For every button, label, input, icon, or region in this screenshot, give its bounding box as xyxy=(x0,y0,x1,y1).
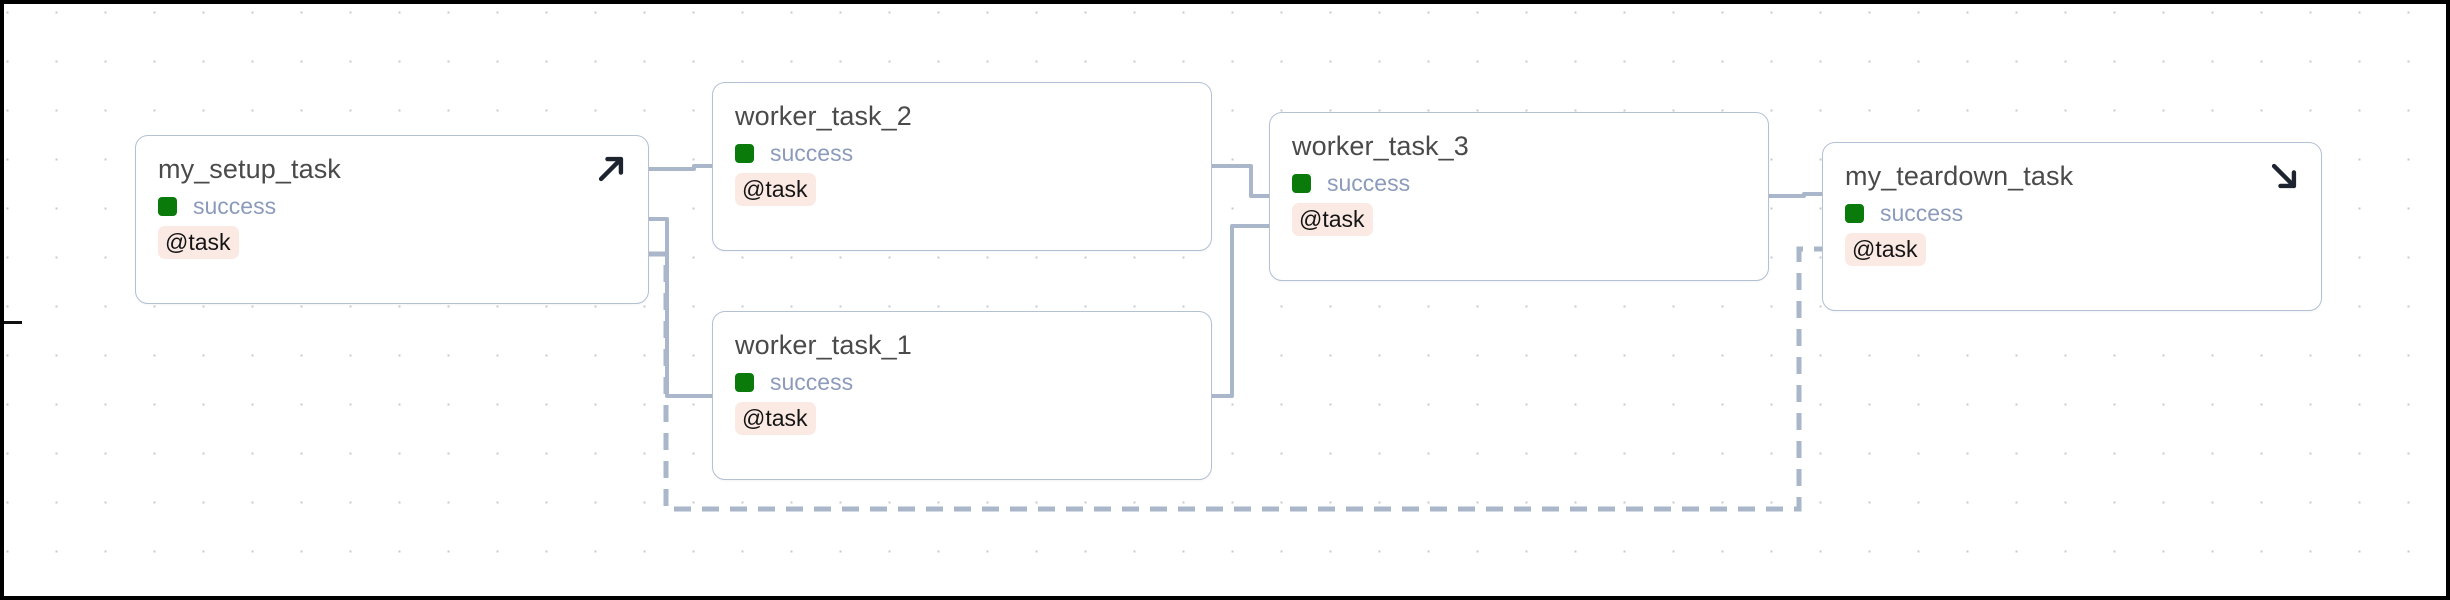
task-node-tag: @task xyxy=(735,173,816,206)
task-node-status: success xyxy=(735,141,1189,166)
edge-worker1-to-worker3 xyxy=(1210,224,1271,398)
status-success-swatch-icon xyxy=(1292,174,1311,193)
task-node-status: success xyxy=(158,194,626,219)
task-node-worker-task-2[interactable]: worker_task_2 success @task xyxy=(712,82,1212,251)
task-node-status-label: success xyxy=(770,369,854,395)
arrow-down-right-icon xyxy=(2267,159,2301,193)
task-node-status: success xyxy=(1292,171,1746,196)
task-node-title: my_teardown_task xyxy=(1845,161,2074,191)
task-node-tag-row: @task xyxy=(1292,203,1746,236)
task-node-tag-row: @task xyxy=(158,226,626,259)
task-node-tag: @task xyxy=(1292,203,1373,236)
task-node-tag-row: @task xyxy=(1845,233,2299,266)
task-node-title: worker_task_1 xyxy=(735,330,912,360)
edge-worker3-to-teardown xyxy=(1767,192,1824,198)
task-node-status: success xyxy=(1845,201,2299,226)
status-success-swatch-icon xyxy=(735,373,754,392)
task-node-tag: @task xyxy=(735,402,816,435)
task-node-worker-task-1[interactable]: worker_task_1 success @task xyxy=(712,311,1212,480)
status-success-swatch-icon xyxy=(1845,204,1864,223)
task-node-status: success xyxy=(735,370,1189,395)
status-success-swatch-icon xyxy=(735,144,754,163)
task-node-status-label: success xyxy=(1880,200,1964,226)
status-success-swatch-icon xyxy=(158,197,177,216)
edge-setup-to-worker2 xyxy=(647,164,714,171)
task-node-my-setup-task[interactable]: my_setup_task success @task xyxy=(135,135,649,304)
edge-setup-to-worker1 xyxy=(647,217,714,398)
task-node-tag: @task xyxy=(1845,233,1926,266)
task-node-status-label: success xyxy=(770,140,854,166)
task-node-status-label: success xyxy=(1327,170,1411,196)
task-node-tag-row: @task xyxy=(735,173,1189,206)
task-node-status-label: success xyxy=(193,193,277,219)
task-node-my-teardown-task[interactable]: my_teardown_task success @task xyxy=(1822,142,2322,311)
task-node-tag-row: @task xyxy=(735,402,1189,435)
task-node-tag: @task xyxy=(158,226,239,259)
arrow-up-right-icon xyxy=(594,152,628,186)
task-node-worker-task-3[interactable]: worker_task_3 success @task xyxy=(1269,112,1769,281)
task-node-title: worker_task_3 xyxy=(1292,131,1469,161)
left-edge-tick-marker xyxy=(4,321,22,324)
edge-worker2-to-worker3 xyxy=(1210,164,1271,198)
task-node-title: my_setup_task xyxy=(158,154,341,184)
task-node-title: worker_task_2 xyxy=(735,101,912,131)
